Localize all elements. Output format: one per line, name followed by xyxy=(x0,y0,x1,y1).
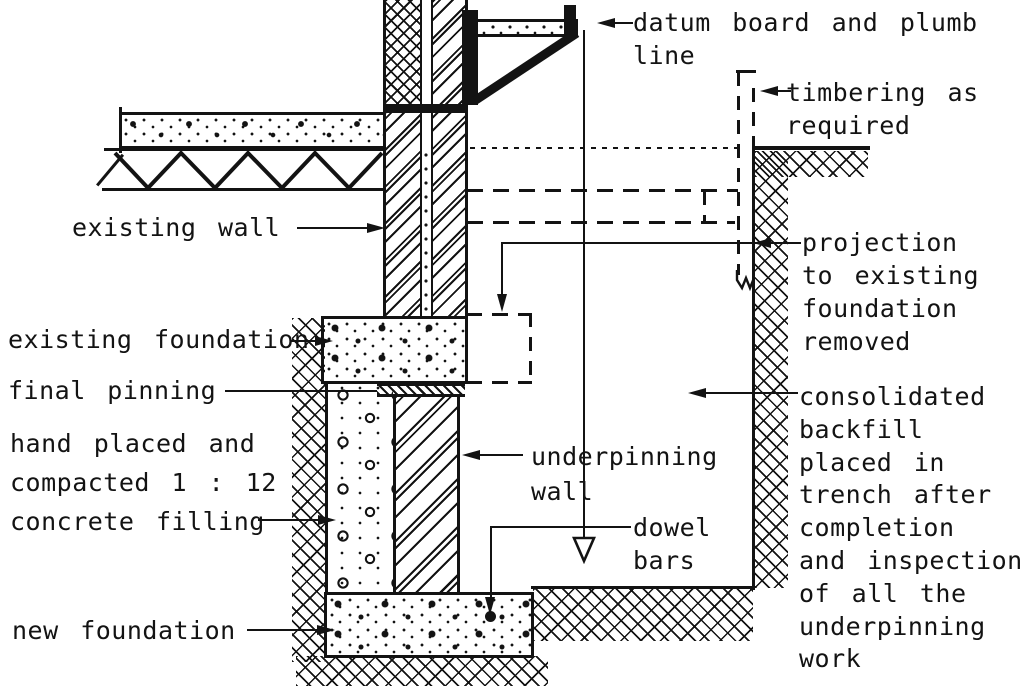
trench-floor-line xyxy=(531,586,755,589)
timbering-post-cap xyxy=(736,70,756,73)
datum-board-end-block xyxy=(564,5,576,37)
new-foundation-block xyxy=(324,592,534,658)
label-dowel-bars: dowel bars xyxy=(633,513,711,575)
projection-dashed-right xyxy=(529,313,532,384)
dowel-bar-dot xyxy=(485,611,496,622)
timbering-post-break xyxy=(735,270,756,292)
wall-strip-line-right xyxy=(431,0,433,316)
hardcore-bottom-line xyxy=(102,188,383,191)
existing-wall-leader-arrow xyxy=(367,223,385,233)
timbering-post-right xyxy=(752,88,755,146)
existing-wall-right-edge xyxy=(465,0,468,318)
existing-wall-leader-line xyxy=(297,227,369,230)
level-dashed-line-lower xyxy=(467,221,735,224)
projection-leader-arrow-left xyxy=(753,238,771,248)
label-backfill: consolidated backfill placed in trench a… xyxy=(799,382,1023,674)
dowel-leader-arrow-down xyxy=(485,597,495,615)
label-projection-removed: projection to existing foundation remove… xyxy=(802,228,980,356)
earth-ground-surface-right xyxy=(755,151,868,177)
projection-leader-line xyxy=(501,242,801,245)
hardcore-zigzag xyxy=(113,151,383,191)
label-final-pinning: final pinning xyxy=(8,376,217,405)
label-datum-board: datum board and plumb line xyxy=(633,8,978,70)
wall-strip-line-left xyxy=(420,0,422,316)
datum-board xyxy=(469,19,578,37)
concrete-filling-leader-arrow xyxy=(318,515,336,525)
label-concrete-filling: hand placed and compacted 1 : 12 concret… xyxy=(10,429,277,536)
concrete-filling-block xyxy=(325,382,393,592)
datum-leader-arrow xyxy=(597,18,615,28)
existing-foundation-block xyxy=(321,316,468,384)
backfill-leader-arrow xyxy=(688,388,706,398)
trench-right-wall-line xyxy=(752,148,755,590)
label-existing-foundation: existing foundation xyxy=(8,325,310,354)
dowel-leader-line xyxy=(490,526,631,529)
existing-wall-left-edge xyxy=(383,0,386,318)
concrete-filling-leader-line xyxy=(258,519,320,522)
floor-slab-left-edge xyxy=(119,107,122,153)
level-dashed-connector xyxy=(703,191,706,223)
ground-level-dotted-line xyxy=(470,147,738,149)
label-underpinning-wall: underpinning wall xyxy=(531,442,718,506)
earth-below-trench-floor xyxy=(533,589,753,641)
new-foundation-leader-line xyxy=(247,629,319,632)
underpinning-leader-arrow xyxy=(462,450,480,460)
existing-foundation-leader-arrow xyxy=(315,336,333,346)
projection-leader-arrow-down xyxy=(497,294,507,312)
earth-left-of-trench xyxy=(292,318,325,662)
timbering-leader-arrow xyxy=(760,86,778,96)
existing-wall-right-leaf xyxy=(433,0,465,318)
label-timbering: timbering as required xyxy=(786,78,979,140)
earth-below-new-foundation xyxy=(296,656,548,686)
existing-wall-lower-left-leaf xyxy=(385,112,421,316)
existing-wall-band xyxy=(383,104,468,113)
datum-leader-line xyxy=(613,22,633,25)
existing-wall-upper-left-leaf xyxy=(385,0,421,105)
underpinning-leader-line xyxy=(479,454,523,457)
bracket-brace xyxy=(472,29,580,105)
projection-dashed-bottom xyxy=(466,381,532,384)
timbering-post-left xyxy=(737,72,740,275)
projection-leader-drop xyxy=(501,242,504,296)
label-existing-wall: existing wall xyxy=(72,213,281,242)
backfill-leader-line xyxy=(705,392,798,395)
final-pinning-leader-line xyxy=(225,390,377,393)
timbering-leader-line xyxy=(777,90,791,93)
new-foundation-leader-arrow xyxy=(317,625,335,635)
existing-foundation-leader-line xyxy=(291,340,319,343)
ground-surface-right-line xyxy=(752,146,870,150)
floor-slab xyxy=(121,112,383,149)
ground-line-under-slab xyxy=(104,148,384,151)
level-dashed-line-upper xyxy=(467,189,738,192)
earth-right-trench-wall xyxy=(755,151,788,588)
label-new-foundation: new foundation xyxy=(12,616,236,645)
underpinning-wall-block xyxy=(393,395,460,592)
dowel-leader-drop xyxy=(490,526,493,600)
projection-dashed-top xyxy=(466,313,532,316)
plumb-line xyxy=(583,30,585,538)
existing-wall-core-strip xyxy=(422,150,431,316)
plumb-bob xyxy=(572,536,596,564)
